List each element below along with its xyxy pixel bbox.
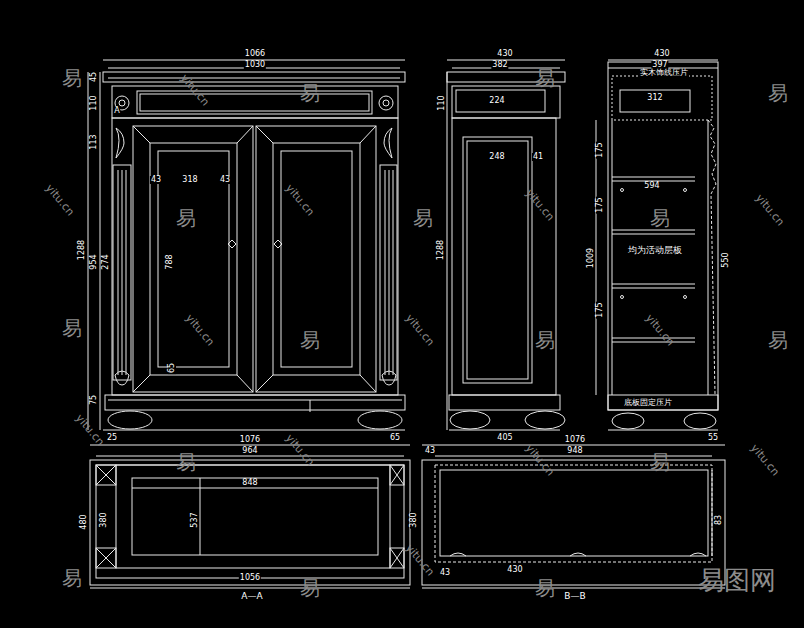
dimension-label: 1066 bbox=[244, 50, 266, 58]
watermark: 易 bbox=[300, 578, 320, 598]
dimension-label: 1030 bbox=[244, 61, 266, 69]
watermark: yitu.cn bbox=[749, 442, 781, 478]
dimension-label: 788 bbox=[166, 253, 174, 270]
dimension-label: 1076 bbox=[564, 436, 586, 444]
dimension-label: 1009 bbox=[587, 247, 595, 269]
watermark: yitu.cn bbox=[754, 192, 786, 228]
dimension-label: 实木饰线压片 bbox=[639, 69, 689, 77]
dimension-label: A—A bbox=[240, 592, 263, 601]
dimension-label: 274 bbox=[102, 253, 110, 270]
dimension-label: 43 bbox=[424, 447, 436, 455]
dimension-label: 594 bbox=[643, 182, 660, 190]
dimension-label: 1056 bbox=[239, 574, 261, 582]
dimension-label: 43 bbox=[439, 569, 451, 577]
dimension-label: 405 bbox=[496, 434, 513, 442]
watermark: 易 bbox=[535, 330, 555, 350]
watermark: 易 bbox=[535, 578, 555, 598]
dimension-label: 43 bbox=[150, 176, 162, 184]
watermark: 易 bbox=[300, 330, 320, 350]
dimension-label: 41 bbox=[532, 153, 544, 161]
watermark: yitu.cn bbox=[404, 312, 436, 348]
dimension-label: 45 bbox=[90, 71, 98, 83]
dimension-label: 380 bbox=[100, 511, 108, 528]
dimension-label: 312 bbox=[646, 94, 663, 102]
dimension-label: 318 bbox=[181, 176, 198, 184]
dimension-label: 382 bbox=[491, 61, 508, 69]
dimension-label: 848 bbox=[241, 479, 258, 487]
watermark: 易 bbox=[650, 208, 670, 228]
dimension-label: 底板固定压片 bbox=[623, 399, 673, 407]
dimension-label: 397 bbox=[651, 61, 668, 69]
dimension-label: 43 bbox=[219, 176, 231, 184]
watermark: 易 bbox=[300, 83, 320, 103]
watermark: 易 bbox=[62, 318, 82, 338]
dimension-label: 65 bbox=[168, 362, 176, 374]
dimension-label: 1288 bbox=[437, 239, 445, 261]
dimension-label: B—B bbox=[563, 592, 586, 601]
dimension-label: 1076 bbox=[239, 436, 261, 444]
dimension-label: 65 bbox=[389, 434, 401, 442]
watermark: yitu.cn bbox=[184, 312, 216, 348]
dimension-label: 430 bbox=[496, 50, 513, 58]
watermark: yitu.cn bbox=[44, 182, 76, 218]
watermark: yitu.cn bbox=[74, 412, 106, 448]
dimension-label: 110 bbox=[438, 94, 446, 111]
watermark: 易 bbox=[176, 452, 196, 472]
dimension-label: 75 bbox=[90, 394, 98, 406]
watermark: 易 bbox=[768, 83, 788, 103]
dimension-label: A bbox=[113, 107, 120, 115]
watermark: yitu.cn bbox=[284, 432, 316, 468]
watermark: 易 bbox=[62, 68, 82, 88]
watermark: yitu.cn bbox=[284, 182, 316, 218]
dimension-label: 25 bbox=[106, 434, 118, 442]
dimension-label: 110 bbox=[90, 94, 98, 111]
dimension-label: 480 bbox=[80, 513, 88, 530]
watermark: 易 bbox=[413, 208, 433, 228]
dimension-label: 380 bbox=[410, 511, 418, 528]
dimension-label: 1288 bbox=[78, 239, 86, 261]
dimension-label: 948 bbox=[566, 447, 583, 455]
watermark: 易 bbox=[650, 452, 670, 472]
dimension-label: 954 bbox=[90, 253, 98, 270]
dimension-label: 175 bbox=[596, 301, 604, 318]
watermark: yitu.cn bbox=[524, 187, 556, 223]
dimension-label: 537 bbox=[191, 511, 199, 528]
watermark: 易 bbox=[535, 68, 555, 88]
dimension-label: 113 bbox=[90, 133, 98, 150]
dimension-label: 248 bbox=[488, 153, 505, 161]
dimension-label: 964 bbox=[241, 447, 258, 455]
watermark: 易 bbox=[176, 208, 196, 228]
watermark: 易图网 bbox=[698, 567, 776, 593]
dimension-label: 224 bbox=[488, 97, 505, 105]
dimension-label: 175 bbox=[596, 141, 604, 158]
dimension-label: 均为活动层板 bbox=[627, 246, 683, 255]
dimension-label: 430 bbox=[506, 566, 523, 574]
watermark: 易 bbox=[768, 330, 788, 350]
dimension-label: 430 bbox=[653, 50, 670, 58]
dimension-label: 55 bbox=[707, 434, 719, 442]
dimension-label: 83 bbox=[715, 514, 723, 526]
watermark: yitu.cn bbox=[404, 542, 436, 578]
dimension-label: 175 bbox=[596, 196, 604, 213]
dimension-label: 550 bbox=[722, 251, 730, 268]
watermark: 易 bbox=[62, 568, 82, 588]
